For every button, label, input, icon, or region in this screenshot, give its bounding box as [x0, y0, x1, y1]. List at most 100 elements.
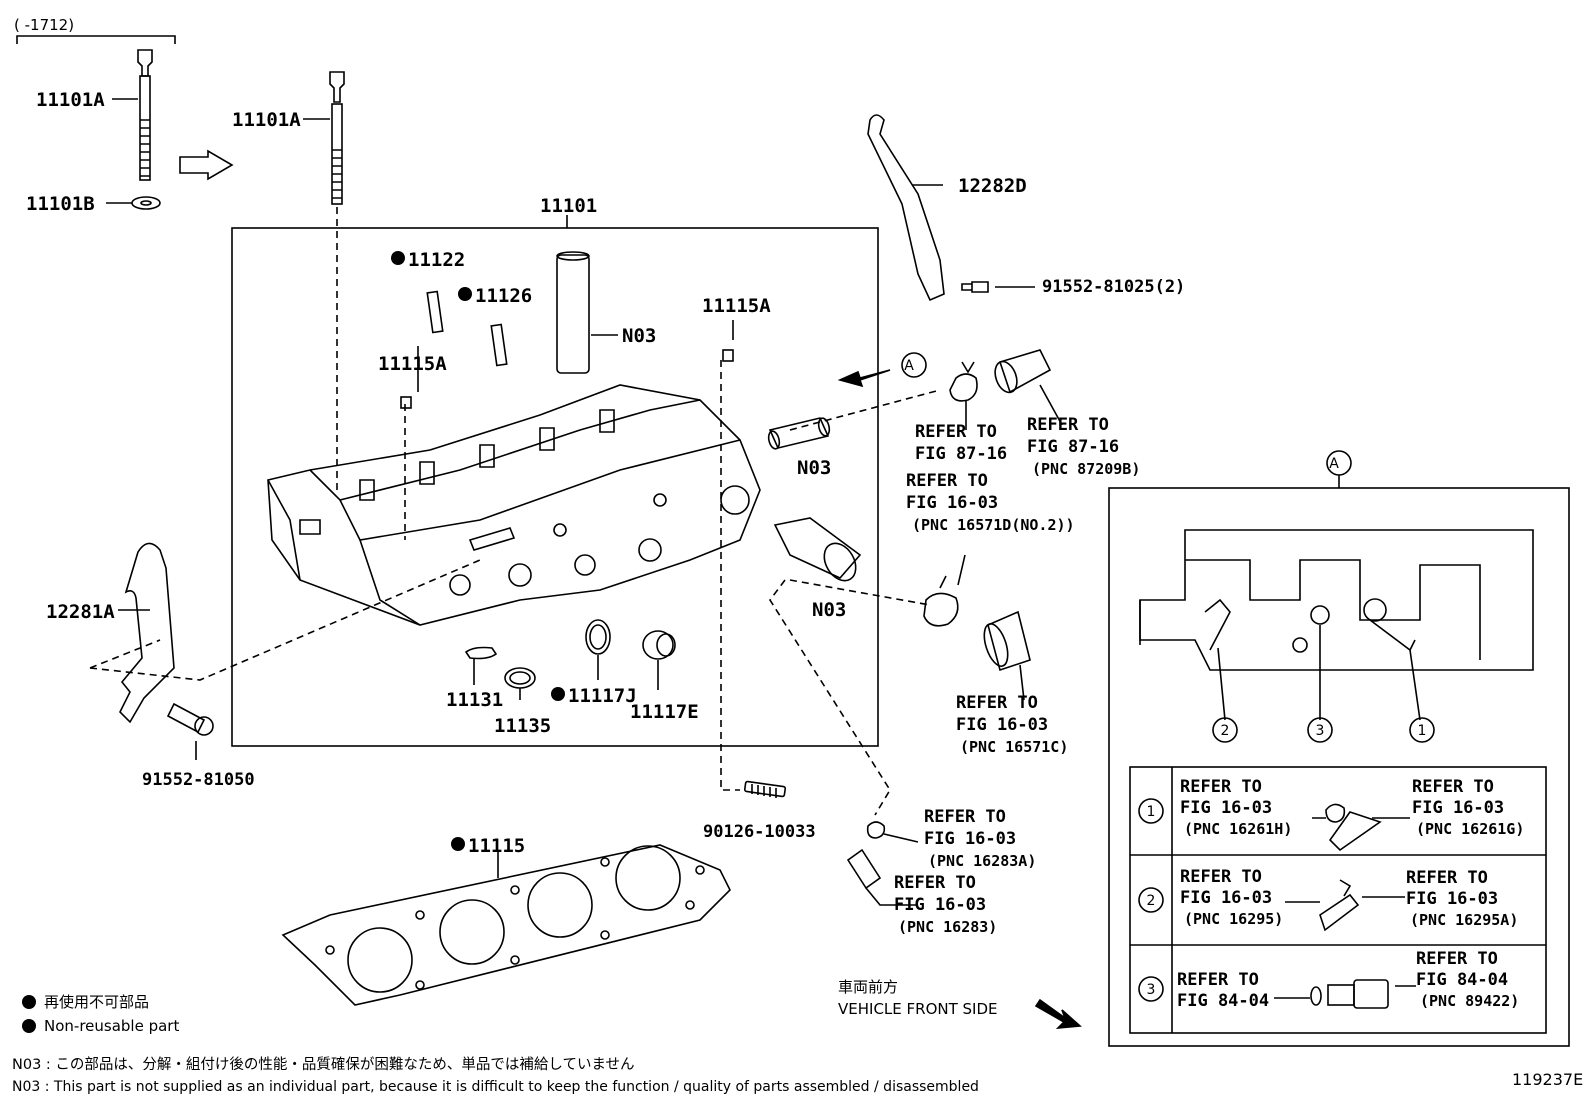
detail-callout-1 — [1409, 717, 1435, 743]
label-n03-hose: N03 — [797, 457, 831, 479]
label-11101: 11101 — [540, 195, 597, 217]
direction-jp: 車両前方 — [838, 978, 898, 996]
row2-r2: FIG 16-03 — [1406, 889, 1498, 909]
ref5-line3: (PNC 16283A) — [928, 852, 1036, 870]
row1-l3: (PNC 16261H) — [1184, 820, 1292, 838]
legend-en: Non-reusable part — [44, 1017, 179, 1035]
row1-l1: REFER TO — [1180, 777, 1262, 797]
detail-head-view — [1139, 529, 1534, 721]
ref1-line2: FIG 87-16 — [915, 444, 1007, 464]
ref3-line2: FIG 16-03 — [906, 493, 998, 513]
bolt-91552-81025 — [961, 281, 989, 293]
row3-r1: REFER TO — [1416, 949, 1498, 969]
ref4-line3: (PNC 16571C) — [960, 738, 1068, 756]
detail-callout-2-text: 2 — [1221, 723, 1230, 739]
ref2-line2: FIG 87-16 — [1027, 437, 1119, 457]
washer-11101b — [131, 196, 161, 210]
reference-table — [1129, 766, 1547, 1034]
label-11117j: 11117J — [568, 685, 637, 707]
ref6-line2: FIG 16-03 — [894, 895, 986, 915]
row1-num: 1 — [1147, 804, 1156, 820]
row2-l2: FIG 16-03 — [1180, 888, 1272, 908]
arrow-icon — [179, 149, 234, 181]
dowel-11115a-right — [722, 349, 734, 362]
label-11126: 11126 — [475, 285, 532, 307]
cylinder-head-frame — [231, 227, 879, 747]
row2-num: 2 — [1147, 893, 1156, 909]
clamp-16283a — [866, 821, 886, 839]
row2-r3: (PNC 16295A) — [1410, 911, 1518, 929]
label-n03-outlet: N03 — [812, 599, 846, 621]
pin-11126 — [490, 323, 508, 367]
stud-90126 — [743, 780, 787, 798]
callout-a-text: A — [904, 358, 914, 374]
non-reusable-markers — [22, 251, 565, 1033]
plug-11117e — [642, 630, 674, 660]
hose-16571c — [987, 610, 1031, 672]
gasket-11115 — [281, 844, 731, 1006]
hanger-12282d — [867, 114, 945, 302]
label-90126: 90126-10033 — [703, 822, 816, 842]
label-11117e: 11117E — [630, 701, 699, 723]
clamp-16571d — [923, 592, 959, 627]
ref4-line1: REFER TO — [956, 693, 1038, 713]
legend-jp: 再使用不可部品 — [44, 993, 149, 1011]
row3-num: 3 — [1147, 982, 1156, 998]
row1-l2: FIG 16-03 — [1180, 798, 1272, 818]
detail-callout-3 — [1307, 717, 1333, 743]
label-11135: 11135 — [494, 715, 551, 737]
detail-a-text: A — [1329, 456, 1339, 472]
direction-en: VEHICLE FRONT SIDE — [838, 1000, 998, 1018]
bolt-11101a-right — [329, 71, 345, 205]
ref6-line1: REFER TO — [894, 873, 976, 893]
label-11122: 11122 — [408, 249, 465, 271]
direction-arrow-a — [837, 369, 891, 388]
detail-callout-3-text: 3 — [1316, 723, 1325, 739]
detail-callout-1-text: 1 — [1418, 723, 1427, 739]
bolt-11101a-left — [137, 49, 153, 181]
clamp-87-16 — [949, 373, 978, 402]
pipe-n03 — [556, 254, 590, 374]
row3-l2: FIG 84-04 — [1177, 991, 1269, 1011]
table-row-3-num — [1138, 976, 1164, 1002]
callout-a-circle — [901, 352, 927, 378]
cylinder-head-body — [267, 384, 761, 626]
ref1-line1: REFER TO — [915, 422, 997, 442]
label-11101a-left: 11101A — [36, 89, 105, 111]
ref6-line3: (PNC 16283) — [898, 918, 997, 936]
hose-16283 — [846, 848, 882, 890]
date-range-bracket — [16, 35, 176, 44]
detail-callout-2 — [1212, 717, 1238, 743]
pin-11122 — [426, 290, 444, 334]
label-11131: 11131 — [446, 689, 503, 711]
hose-87-16 — [998, 349, 1052, 394]
ref4-line2: FIG 16-03 — [956, 715, 1048, 735]
label-11115a-right: 11115A — [702, 295, 771, 317]
row3-l1: REFER TO — [1177, 970, 1259, 990]
row1-r3: (PNC 16261G) — [1416, 820, 1524, 838]
label-12282d: 12282D — [958, 175, 1027, 197]
part-11131 — [464, 646, 498, 660]
hose-n03 — [768, 417, 830, 449]
ref2-line3: (PNC 87209B) — [1032, 460, 1140, 478]
ref5-line2: FIG 16-03 — [924, 829, 1016, 849]
row3-r2: FIG 84-04 — [1416, 970, 1508, 990]
label-91552-81050: 91552-81050 — [142, 770, 255, 790]
outlet-n03 — [773, 517, 862, 579]
row2-l1: REFER TO — [1180, 867, 1262, 887]
label-11115a-left: 11115A — [378, 353, 447, 375]
note-en: N03 : This part is not supplied as an in… — [12, 1079, 979, 1095]
note-jp: N03 : この部品は、分解・組付け後の性能・品質確保が困難なため、単品では補給… — [12, 1055, 635, 1073]
row1-r1: REFER TO — [1412, 777, 1494, 797]
date-range: ( -1712) — [14, 16, 74, 34]
ref3-line1: REFER TO — [906, 471, 988, 491]
seal-11117j — [585, 619, 611, 655]
ref3-line3: (PNC 16571D(NO.2)) — [912, 516, 1075, 534]
row2-r1: REFER TO — [1406, 868, 1488, 888]
table-row-2-num — [1138, 887, 1164, 913]
front-side-arrow — [1034, 998, 1082, 1029]
label-11101b: 11101B — [26, 193, 95, 215]
row3-r3: (PNC 89422) — [1420, 992, 1519, 1010]
ref5-line1: REFER TO — [924, 807, 1006, 827]
